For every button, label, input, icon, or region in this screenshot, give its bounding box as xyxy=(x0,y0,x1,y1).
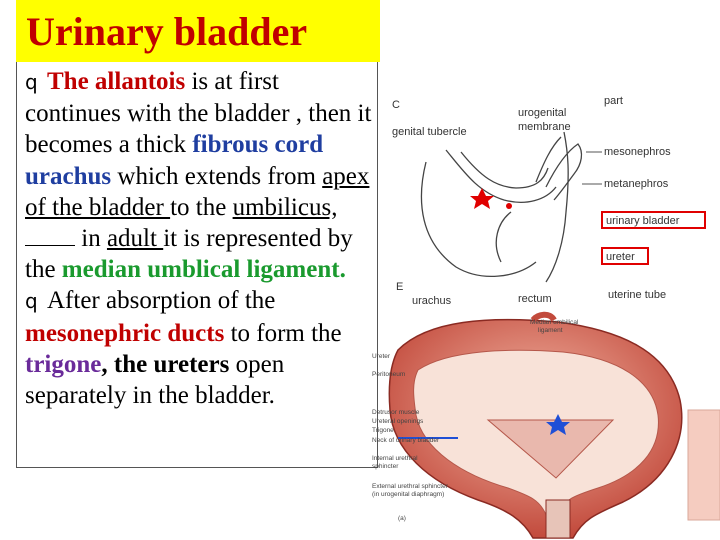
trigone-star-icon xyxy=(546,414,570,435)
term-trigone: trigone xyxy=(25,350,102,378)
label-urachus: urachus xyxy=(412,295,452,307)
text-fragment: which extends from xyxy=(111,162,323,190)
label-internal-sphincter-2: sphincter xyxy=(372,463,399,470)
urethra xyxy=(545,499,571,539)
body-text: q The allantois is at first continues wit… xyxy=(25,66,377,411)
text-fragment: is at first continues with the bladder ,… xyxy=(25,68,372,159)
term-umbilicus: umbilicus, xyxy=(232,193,338,221)
kidney-outline xyxy=(545,143,583,201)
bladder-outline xyxy=(460,151,549,189)
label-external-sphincter: External urethral sphincter xyxy=(372,483,449,490)
ureter-highlight xyxy=(601,247,649,265)
text-fragment: open separately in the bladder. xyxy=(25,350,285,410)
text-fragment: , the xyxy=(101,350,154,378)
slide-title: Urinary bladder xyxy=(26,9,308,54)
urinary-bladder-highlight xyxy=(601,211,706,229)
body-outline xyxy=(420,161,537,277)
label-genital-tubercle: genital tubercle xyxy=(392,126,467,138)
label-trigone: Trigone xyxy=(372,427,394,434)
term-ureters: ureters xyxy=(153,350,230,378)
label-urinary-bladder: urinary bladder xyxy=(606,215,680,227)
embryo-sketch xyxy=(420,131,583,283)
text-fragment: it is represented by the xyxy=(25,225,353,284)
label-peritoneum: Peritoneum xyxy=(372,371,405,378)
urachus-line xyxy=(495,211,512,263)
label-part: part xyxy=(604,95,623,107)
text-fragment: in xyxy=(75,225,107,253)
panel-label-c: C xyxy=(392,99,400,111)
label-rectum: rectum xyxy=(518,293,552,305)
label-detrusor: Detrusor muscle xyxy=(372,409,420,416)
label-ureter: ureter xyxy=(606,251,635,263)
diagram-background xyxy=(386,92,686,310)
term-urachus: fibrous cord urachus xyxy=(25,131,324,190)
median-ligament-stump xyxy=(530,311,557,323)
label-membrane: membrane xyxy=(518,121,571,133)
label-internal-sphincter: Internal urethral xyxy=(372,455,418,462)
underline-gap xyxy=(25,227,75,247)
paragraph-mesonephric: q After absorption of the mesonephric duc… xyxy=(25,285,377,411)
text-fragment: After absorption of the xyxy=(47,287,276,315)
inset-panel xyxy=(687,409,720,521)
mesonephric-duct xyxy=(545,131,569,283)
cloaca-outline xyxy=(445,149,557,203)
label-mesonephros: mesonephros xyxy=(604,146,671,158)
label-panel-a: (a) xyxy=(398,515,406,522)
checkbox-bullet-icon: q xyxy=(25,70,38,94)
label-ureteral-openings: Ureteral openings xyxy=(372,418,424,425)
ureter-dot-icon xyxy=(506,203,512,209)
bladder-star-icon xyxy=(470,188,494,209)
trigone-region xyxy=(486,419,615,479)
label-uterine-tube: uterine tube xyxy=(608,289,666,301)
ureter-line xyxy=(535,136,562,183)
checkbox-bullet-icon: q xyxy=(25,289,38,314)
label-metanephros: metanephros xyxy=(604,178,669,190)
paragraph-allantois: q The allantois is at first continues wit… xyxy=(25,66,377,285)
label-external-sphincter-2: (in urogenital diaphragm) xyxy=(372,491,444,498)
text-fragment: to form the xyxy=(224,319,342,347)
label-neck-of-bladder: Neck of urinary bladder xyxy=(372,437,440,444)
embryo-diagram: C part urogenital membrane genital tuber… xyxy=(386,92,706,310)
label-ligament: ligament xyxy=(538,327,563,334)
label-ureter-adult: Ureter xyxy=(372,353,391,360)
panel-label-e: E xyxy=(396,281,403,293)
term-median-ligament: median umblical ligament. xyxy=(61,256,346,284)
label-urogenital: urogenital xyxy=(518,107,566,119)
text-panel: q The allantois is at first continues wit… xyxy=(16,62,378,468)
term-allantois: The allantois xyxy=(47,68,186,95)
term-adult: adult xyxy=(106,225,164,253)
bladder-diagram: Median umbilical ligament Ureter Periton… xyxy=(372,311,720,539)
term-apex: apex of the bladder xyxy=(25,162,370,221)
text-fragment: to the xyxy=(170,193,233,221)
label-median-umbilical: Median umbilical xyxy=(530,319,579,326)
title-banner: Urinary bladder xyxy=(16,0,380,62)
term-mesonephric-ducts: mesonephric ducts xyxy=(25,319,225,347)
